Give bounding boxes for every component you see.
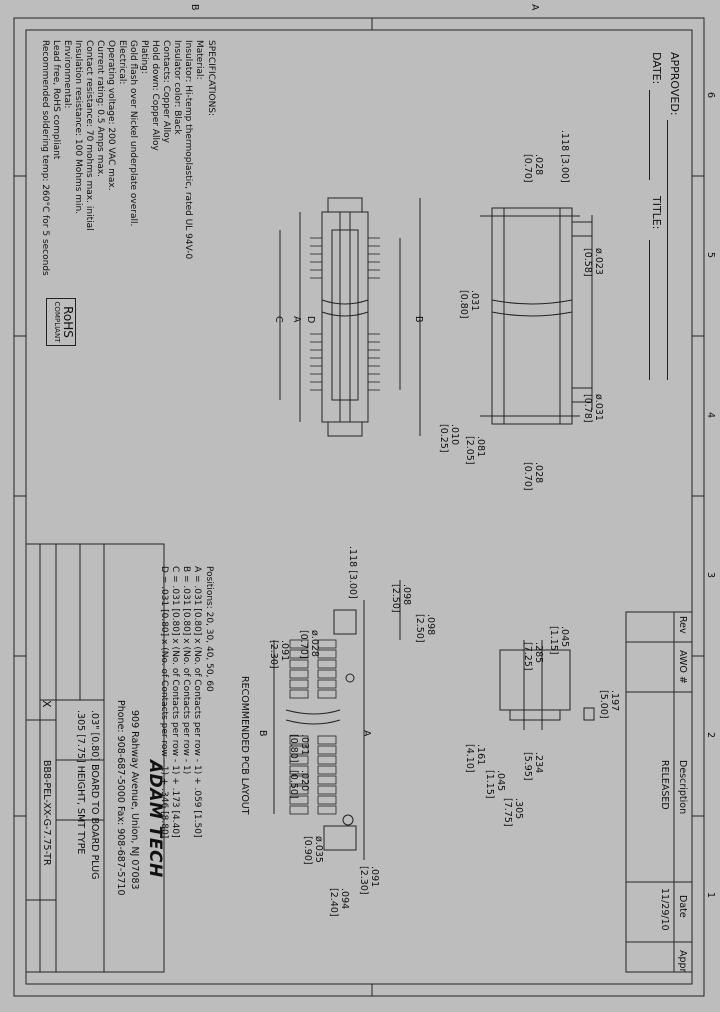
dim-010: .010 [0.25] — [438, 424, 460, 453]
side-dim-305: .305 [7.75] — [502, 798, 524, 827]
dim-letter-b: B — [413, 316, 424, 323]
zone-label-4: 4 — [705, 412, 716, 419]
rev-description: RELEASED — [659, 760, 670, 810]
pcb-dim-031: .031 [0.80] — [288, 734, 310, 763]
side-dim-045-a: .045 [1.15] — [548, 626, 570, 655]
rev-header-date: Date — [677, 895, 688, 918]
side-dim-285: .285 [7.25] — [522, 642, 544, 671]
dim-028-bottom: .028 [0.70] — [522, 462, 544, 491]
pcb-title: RECOMMENDED PCB LAYOUT — [239, 676, 250, 815]
dim-dia-023: ø.023 [0.58] — [582, 248, 604, 277]
spec-heading: SPECIFICATIONS: — [206, 40, 216, 117]
pcb-dim-118: .118 [3.00] — [347, 546, 358, 599]
spec-line: Gold flash over Nickel underplate overal… — [128, 40, 138, 227]
spec-line: Plating: — [139, 40, 149, 74]
position-formula: C = .031 [0.80] x (No. of Contacts per r… — [170, 566, 180, 838]
spec-line: Lead free, RoHS compliant — [51, 40, 61, 160]
rev-date: 11/29/10 — [659, 888, 670, 931]
position-formula: B = .031 [0.80] x (No. of Contacts per r… — [181, 566, 191, 775]
side-dim-161: .161 [4.10] — [464, 744, 486, 773]
desc-line-1: .03" [0.80] BOARD TO BOARD PLUG — [89, 710, 100, 880]
pcb-dim-091-b: .091 [2.30] — [358, 866, 380, 895]
scale-mark: X — [40, 700, 53, 708]
spec-line: Hold down: Copper Alloy — [150, 40, 160, 151]
dim-081: .081 [2.05] — [464, 436, 486, 465]
spec-line: Recommended soldering temp: 260°C for 5 … — [40, 40, 50, 276]
spec-line: Insulator color: Black — [172, 40, 182, 135]
rohs-badge: RoHS COMPLIANT — [46, 298, 76, 346]
company-name: ADAM TECH — [145, 760, 165, 878]
approved-label: APPROVED: — [668, 52, 681, 116]
pcb-dim-020: .020 [0.50] — [288, 770, 310, 799]
spec-line: Operating voltage: 200 VAC max. — [106, 40, 116, 191]
dim-dia-031: ø.031 [0.78] — [582, 394, 604, 423]
side-dim-197: .197 [5.00] — [598, 690, 620, 719]
spec-line: Material: — [194, 40, 204, 80]
dim-028-top: .028 [0.70] — [522, 154, 544, 183]
spec-line: Insulator: Hi-temp thermoplastic, rated … — [183, 40, 193, 260]
pcb-dim-dia-035: ø.035 [0.90] — [302, 836, 324, 865]
zone-label-a: A — [529, 4, 540, 11]
spec-line: Current rating: 0.5 Amps max. — [95, 40, 105, 178]
date-underline — [649, 90, 650, 180]
approved-underline — [667, 120, 668, 380]
rev-header-rev: Rev — [677, 616, 688, 634]
pcb-dim-098-a: .098 [2.50] — [390, 584, 412, 613]
spec-line: Electrical: — [117, 40, 127, 85]
zone-label-b: B — [189, 4, 200, 11]
zone-label-6: 6 — [705, 92, 716, 99]
pcb-dim-098-b: .098 [2.50] — [414, 614, 436, 643]
title-underline — [649, 240, 650, 380]
spec-list: Material:Insulator: Hi-temp thermoplasti… — [39, 40, 204, 276]
side-dim-045-b: .045 [1.15] — [484, 770, 506, 799]
rev-header-appr: Appr — [677, 950, 688, 973]
spec-line: Insulation resistance: 100 Mohms min. — [73, 40, 83, 215]
company-phone: Phone: 908-687-5000 Fax: 908-687-5710 — [115, 700, 126, 896]
rohs-sub: COMPLIANT — [53, 301, 61, 343]
position-formula: A = .031 [0.80] x (No. of Contacts per r… — [192, 566, 202, 838]
rev-header-description: Description — [677, 760, 688, 815]
part-number: BB8-PEL-XX-G-7.75-TR — [41, 760, 52, 866]
pcb-dim-094: .094 [2.40] — [328, 888, 350, 917]
date-label: DATE: — [650, 52, 663, 85]
dim-118: .118 [3.00] — [559, 130, 570, 183]
positions-heading: Positions: 20, 30, 40, 50, 60 — [204, 566, 214, 692]
dim-letter-c: C — [273, 316, 284, 323]
zone-label-5: 5 — [705, 252, 716, 259]
rev-header-awo: AWO # — [677, 650, 688, 684]
pcb-dim-dia-028: ø.028 [0.70] — [298, 630, 320, 659]
side-dim-234: .234 [5.95] — [522, 752, 544, 781]
desc-line-2: .305 [7.75] HEIGHT, SMT TYPE — [75, 710, 86, 855]
zone-label-3: 3 — [705, 572, 716, 579]
dim-letter-a: A — [291, 316, 302, 323]
spec-line: Environmental: — [62, 40, 72, 109]
zone-label-1: 1 — [705, 892, 716, 899]
pcb-letter-a: A — [361, 730, 372, 737]
rohs-text: RoHS — [61, 306, 75, 338]
pcb-letter-b: B — [257, 730, 268, 737]
pcb-dim-091: .091 [2.30] — [268, 640, 290, 669]
zone-label-2: 2 — [705, 732, 716, 739]
spec-line: Contacts: Copper Alloy — [161, 40, 171, 143]
spec-line: Contact resistance: 70 mohms max. initia… — [84, 40, 94, 231]
title-label: TITLE: — [650, 196, 663, 230]
dim-031: .031 [0.80] — [458, 290, 480, 319]
dim-letter-d: D — [305, 316, 316, 324]
company-address: 909 Rahway Avenue, Union, NJ 07083 — [129, 710, 140, 890]
